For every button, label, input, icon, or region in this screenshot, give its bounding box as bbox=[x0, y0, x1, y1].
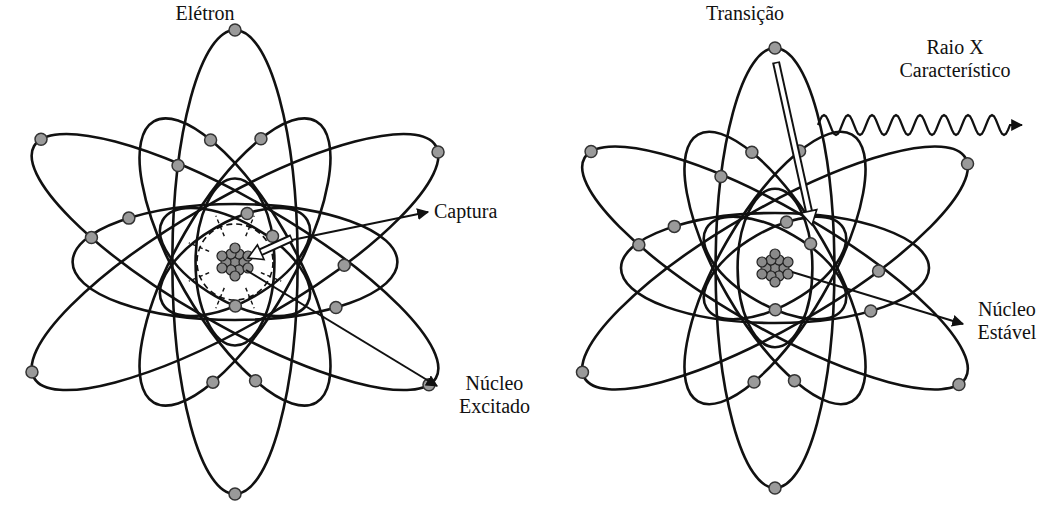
electron bbox=[250, 375, 262, 387]
arrow-shaft bbox=[776, 62, 809, 211]
nucleon bbox=[230, 271, 240, 281]
x-ray-wave bbox=[818, 115, 1022, 135]
electron bbox=[746, 146, 758, 158]
electron bbox=[172, 159, 184, 171]
excitation-tick bbox=[246, 288, 254, 308]
label: Transição bbox=[690, 2, 800, 25]
orbit bbox=[104, 92, 367, 431]
electron bbox=[585, 146, 597, 158]
electron bbox=[85, 232, 97, 244]
nucleon bbox=[757, 257, 767, 267]
electron bbox=[207, 376, 219, 388]
label: Raio X Característico bbox=[885, 36, 1025, 82]
electron bbox=[576, 366, 588, 378]
nucleon bbox=[783, 269, 793, 279]
electron bbox=[432, 146, 444, 158]
arrow-head bbox=[248, 245, 264, 260]
orbit bbox=[688, 196, 863, 340]
electron bbox=[229, 488, 241, 500]
excitation-tick bbox=[216, 288, 224, 308]
orbit bbox=[104, 92, 367, 431]
electron bbox=[123, 212, 135, 224]
excitation-ring bbox=[197, 224, 273, 300]
excitation-tick bbox=[216, 216, 224, 236]
transition-arrow bbox=[776, 62, 817, 225]
electron bbox=[229, 300, 241, 312]
leader-lines bbox=[246, 62, 1022, 386]
electron bbox=[35, 133, 47, 145]
label: Núcleo Excitado bbox=[442, 372, 547, 418]
orbit bbox=[73, 204, 398, 320]
label: Núcleo Estável bbox=[970, 298, 1044, 344]
electron bbox=[26, 366, 38, 378]
electron bbox=[330, 301, 342, 313]
electron bbox=[748, 376, 760, 388]
electron bbox=[865, 305, 877, 317]
electron bbox=[255, 133, 267, 145]
leader-arrow bbox=[292, 212, 428, 240]
arrow-shaft-inner bbox=[776, 63, 809, 212]
orbit bbox=[650, 107, 899, 429]
orbit bbox=[143, 186, 327, 338]
electron bbox=[338, 259, 350, 271]
nucleon bbox=[757, 269, 767, 279]
nucleon bbox=[230, 243, 240, 253]
electron bbox=[788, 375, 800, 387]
electron bbox=[769, 42, 781, 54]
arrow-shaft bbox=[261, 238, 292, 252]
electron bbox=[769, 482, 781, 494]
excitation-tick bbox=[189, 273, 209, 281]
electron bbox=[205, 134, 217, 146]
electron bbox=[668, 220, 680, 232]
excited-atom bbox=[3, 24, 467, 500]
orbit bbox=[172, 30, 297, 494]
orbit bbox=[650, 107, 899, 429]
orbit bbox=[555, 107, 995, 430]
nucleon bbox=[783, 257, 793, 267]
electron bbox=[715, 170, 727, 182]
orbit bbox=[716, 48, 835, 488]
electron bbox=[229, 24, 241, 36]
orbit bbox=[688, 196, 863, 340]
electron bbox=[633, 239, 645, 251]
electron bbox=[962, 158, 974, 170]
arrow-shaft-inner bbox=[260, 239, 291, 253]
nucleon bbox=[770, 277, 780, 287]
arrow-head bbox=[801, 210, 817, 225]
nucleon bbox=[217, 263, 227, 273]
electron bbox=[241, 208, 253, 220]
orbit bbox=[3, 92, 467, 432]
orbit bbox=[143, 186, 327, 338]
electron bbox=[267, 230, 279, 242]
orbit bbox=[196, 178, 275, 345]
orbit bbox=[621, 213, 929, 323]
electron bbox=[781, 216, 793, 228]
leader-arrow bbox=[792, 272, 963, 324]
nucleon bbox=[217, 251, 227, 261]
electron bbox=[805, 238, 817, 250]
label: Elétron bbox=[160, 2, 250, 25]
stable-atom bbox=[555, 42, 995, 494]
nucleon bbox=[770, 249, 780, 259]
capture-arrow bbox=[248, 238, 292, 259]
electron bbox=[873, 265, 885, 277]
orbit bbox=[3, 92, 467, 432]
electron bbox=[953, 378, 965, 390]
leader-arrow bbox=[246, 270, 437, 386]
electron bbox=[769, 304, 781, 316]
excitation-tick bbox=[189, 243, 209, 251]
orbit bbox=[555, 107, 995, 430]
label: Captura bbox=[434, 200, 534, 223]
